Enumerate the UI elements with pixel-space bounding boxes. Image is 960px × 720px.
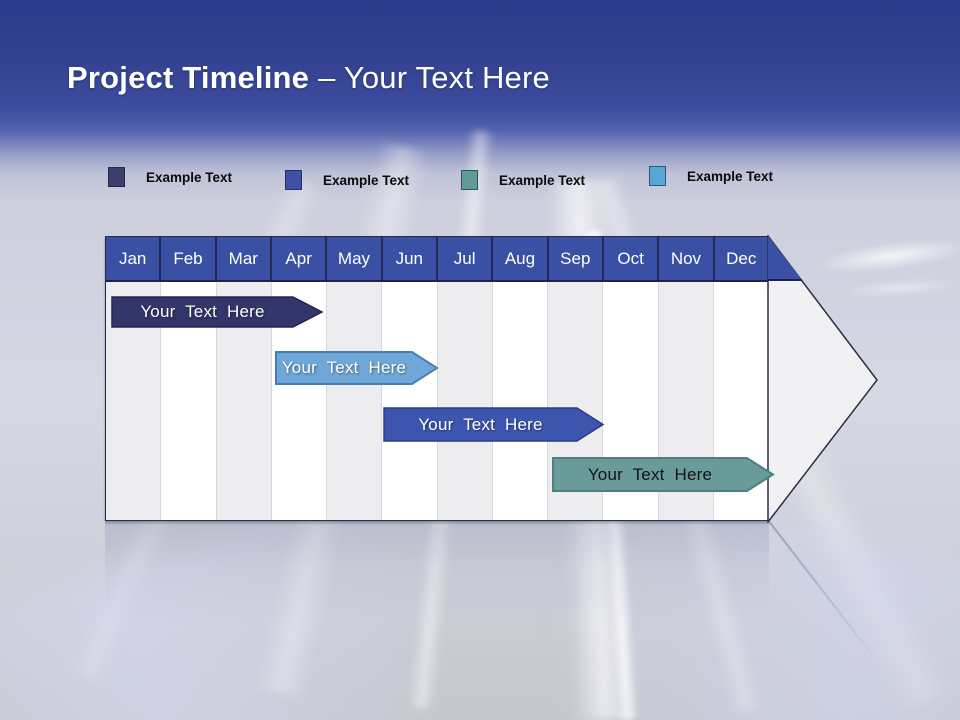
table-reflection	[105, 523, 769, 623]
month-column	[492, 282, 548, 520]
month-cell-sep: Sep	[549, 237, 604, 280]
timeline-chart: Jan Feb Mar Apr May Jun Jul Aug Sep Oct …	[105, 235, 885, 526]
legend-swatch-teal	[461, 170, 478, 190]
month-cell-jan: Jan	[106, 237, 162, 280]
timeline-table: Jan Feb Mar Apr May Jun Jul Aug Sep Oct …	[105, 236, 769, 521]
month-cell-oct: Oct	[604, 237, 660, 280]
timeline-bar-2: Your Text Here	[275, 351, 439, 385]
month-cell-nov: Nov	[659, 237, 715, 280]
bar-label: Your Text Here	[281, 358, 407, 377]
bar-label: Your Text Here	[587, 464, 713, 484]
month-columns	[106, 282, 768, 520]
legend-label: Example Text	[323, 172, 410, 188]
timeline-bar-4: Your Text Here	[552, 457, 775, 492]
month-header-row: Jan Feb Mar Apr May Jun Jul Aug Sep Oct …	[106, 237, 768, 282]
slide-title-main: Project Timeline	[67, 60, 310, 95]
month-cell-feb: Feb	[161, 237, 217, 280]
month-cell-may: May	[327, 237, 383, 280]
timeline-arrowhead	[767, 235, 878, 523]
month-cell-jun: Jun	[383, 237, 438, 280]
month-cell-dec: Dec	[726, 248, 757, 268]
legend-swatch-light-blue	[649, 166, 666, 186]
legend-item-1: Example Text	[108, 167, 232, 187]
legend-swatch-dark-navy	[108, 167, 125, 187]
legend-item-3: Example Text	[461, 170, 585, 190]
legend-label: Example Text	[146, 169, 233, 185]
month-column	[437, 282, 493, 520]
slide-title-suffix: – Your Text Here	[318, 60, 550, 95]
legend-item-2: Example Text	[285, 170, 409, 190]
month-cell-jul: Jul	[438, 237, 494, 280]
bar-label: Your Text Here	[140, 302, 265, 321]
legend-item-4: Example Text	[649, 166, 773, 186]
arrowhead-header-fill	[768, 236, 802, 280]
legend-label: Example Text	[499, 172, 586, 188]
month-column	[382, 282, 438, 520]
month-cell-apr: Apr	[272, 237, 328, 280]
legend-label: Example Text	[687, 168, 774, 184]
month-column	[327, 282, 383, 520]
timeline-bar-1: Your Text Here	[111, 296, 324, 328]
month-cell-aug: Aug	[493, 237, 549, 280]
timeline-bar-3: Your Text Here	[383, 407, 605, 442]
legend-swatch-royal-blue	[285, 170, 302, 190]
bar-label: Your Text Here	[418, 414, 543, 434]
slide-title: Project Timeline– Your Text Here	[67, 60, 550, 96]
month-cell-mar: Mar	[217, 237, 272, 280]
